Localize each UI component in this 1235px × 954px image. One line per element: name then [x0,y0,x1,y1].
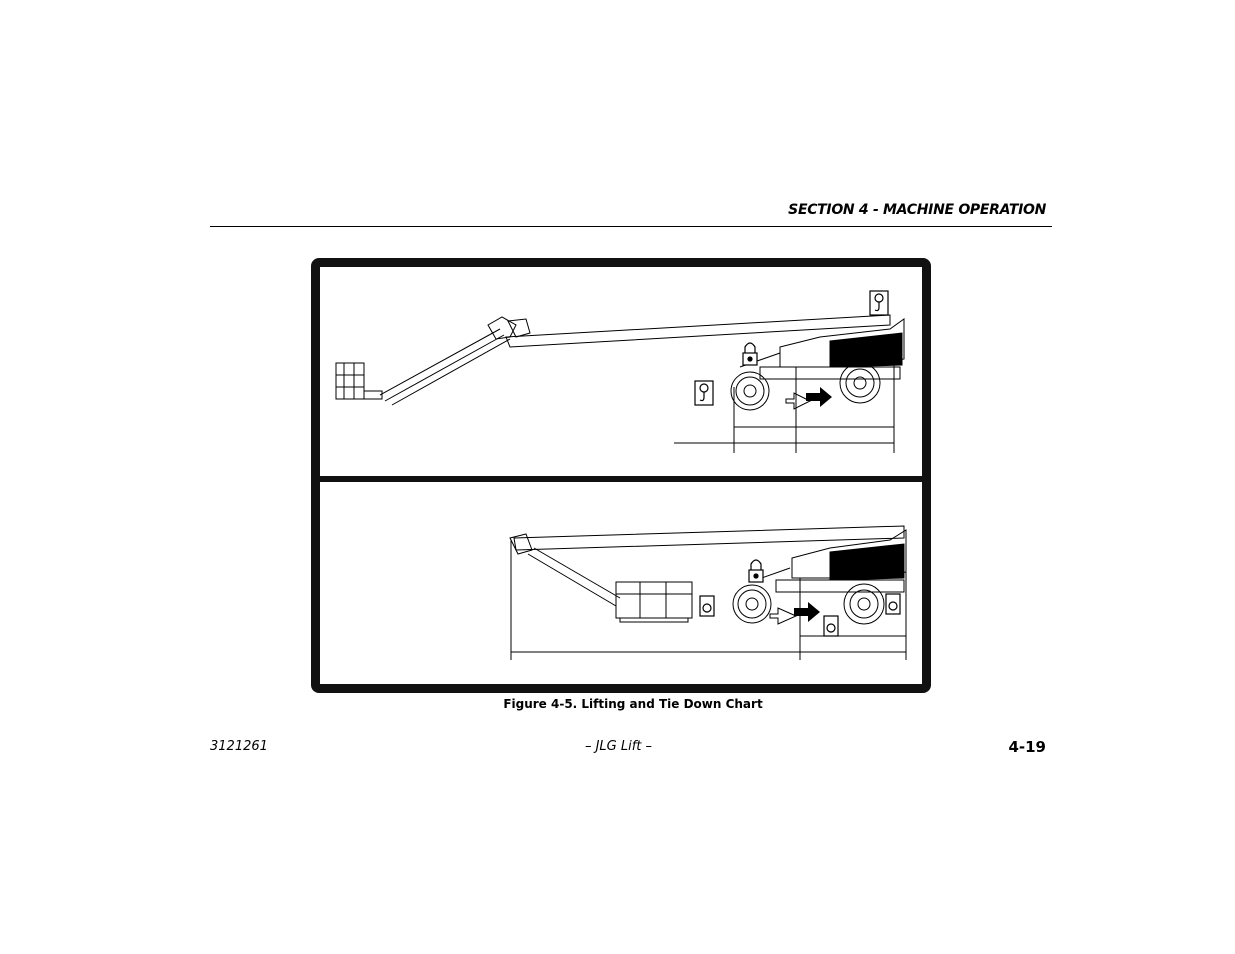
footer-center-text: – JLG Lift – [584,739,653,754]
tie-down-icon [699,595,715,617]
section-title: SECTION 4 - MACHINE OPERATION [788,202,1046,218]
lock-icon [742,342,758,366]
direction-arrow-icon [806,387,832,407]
header-rule [210,226,1052,227]
lock-icon [748,559,764,583]
tie-down-diagram [509,525,907,660]
page-number: 4-19 [1008,738,1046,756]
tie-down-icon [885,593,901,615]
lifting-diagram [335,290,905,453]
figure-caption: Figure 4-5. Lifting and Tie Down Chart [503,697,763,711]
direction-arrow-icon [794,602,820,622]
lift-hook-icon [694,380,714,406]
lift-hook-icon [869,290,889,316]
tie-down-icon [823,615,839,637]
lifting-view-panel [320,267,922,476]
tie-down-view-panel [320,482,922,684]
figure-frame [311,258,931,693]
doc-number: 3121261 [210,739,268,754]
